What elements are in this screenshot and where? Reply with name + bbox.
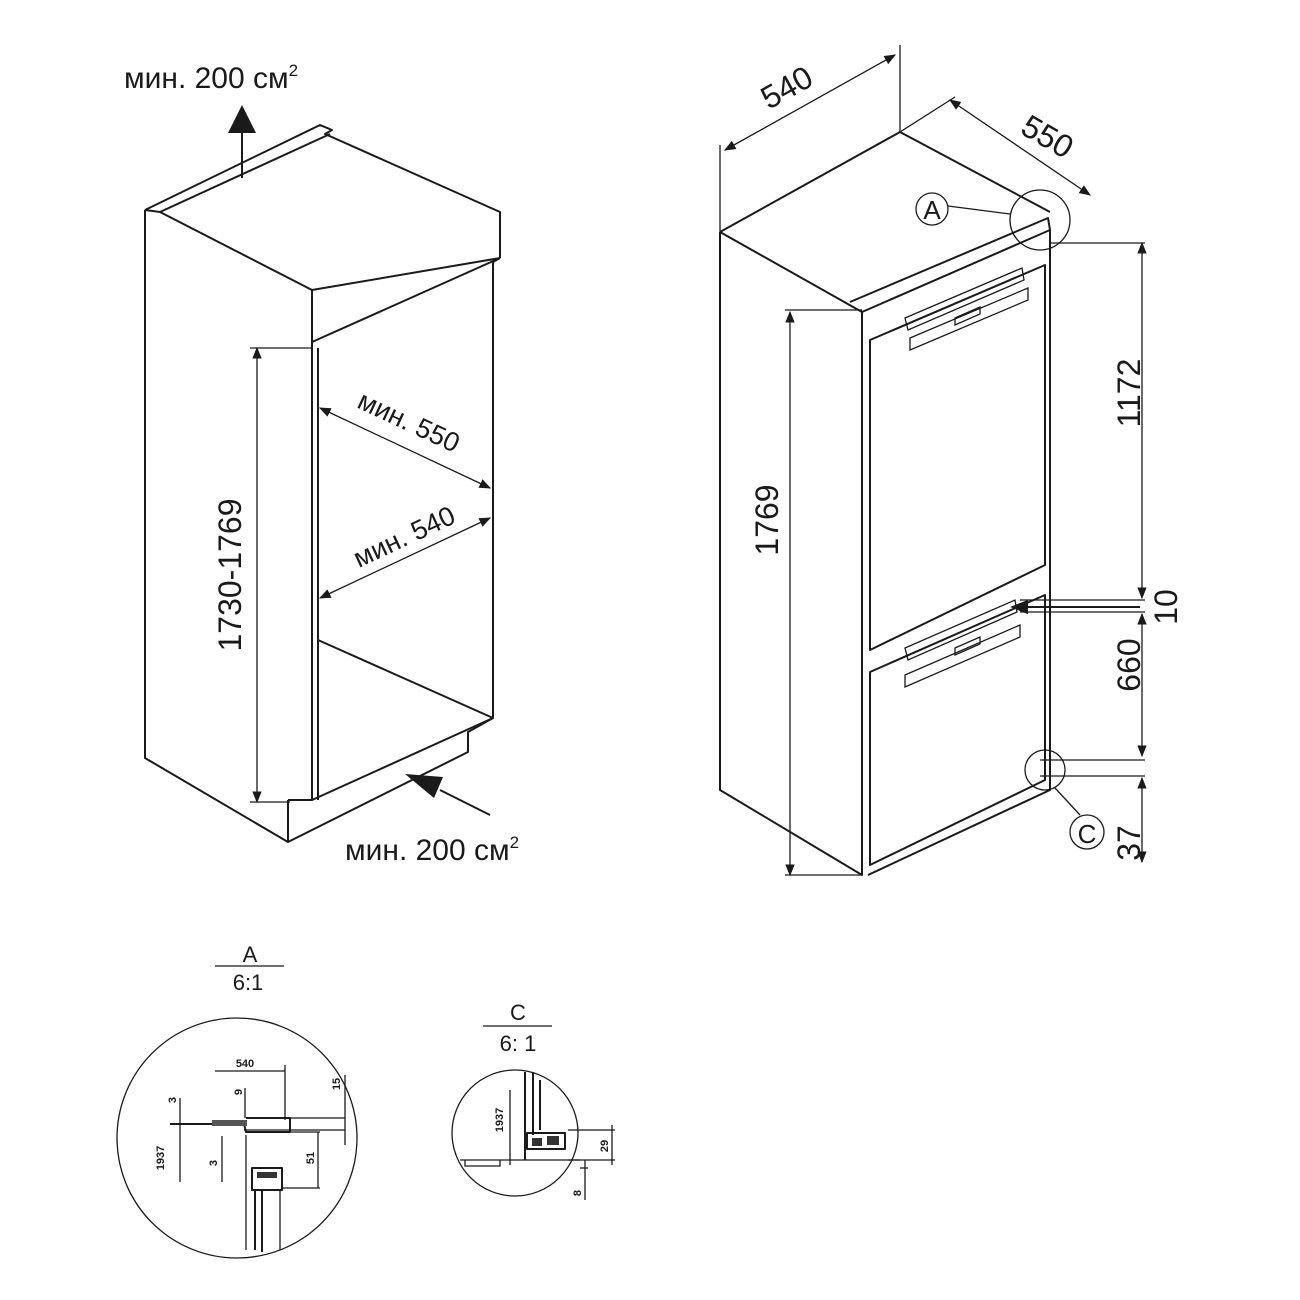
vent-top-arrow-head (228, 105, 256, 133)
detail-a-leader (947, 205, 1011, 215)
gap-label: 10 (1148, 589, 1184, 625)
detail-c-marker (1069, 814, 1105, 850)
niche-height-label: 1730-1769 (212, 498, 248, 651)
appliance-drawing: 540 550 A 1769 1172 10 660 37 C (719, 45, 1184, 877)
detail-a-circle (1009, 189, 1071, 251)
mid-bracket-slot (954, 636, 981, 656)
appliance-width-label: 540 (755, 59, 819, 116)
vent-bottom-arrow-head (405, 774, 443, 798)
niche-front-top (311, 257, 501, 291)
detail-a-dim-3a-label: 3 (167, 1097, 179, 1103)
lower-door (869, 594, 1046, 866)
detail-c-foot-detail-2 (547, 1136, 559, 1145)
niche-opening-top (311, 257, 501, 343)
detail-c-title: C (510, 1000, 526, 1025)
detail-c-dim-8-label: 8 (572, 1190, 584, 1196)
top-bracket (904, 267, 1025, 331)
appliance-top-rail (849, 217, 1051, 313)
detail-a-dim-1937-label: 1937 (155, 1146, 167, 1170)
detail-a-marker-label: A (923, 195, 941, 225)
niche-width-label: мин. 540 (349, 500, 460, 573)
detail-a-dim-9-label: 9 (233, 1089, 245, 1095)
detail-c: C 6: 1 1937 29 8 (451, 1000, 615, 1200)
detail-c-foot-block (526, 1132, 566, 1150)
appliance-right-edge (867, 230, 1051, 876)
niche-top-edge (144, 124, 501, 258)
detail-c-dim-1937-label: 1937 (494, 1108, 506, 1132)
upper-door-label: 1172 (1111, 359, 1147, 428)
appliance-top-back (719, 131, 1051, 233)
detail-a-view-circle (116, 1017, 358, 1259)
appliance-left-side (719, 232, 863, 876)
detail-c-circle (1024, 749, 1066, 791)
appliance-depth-label: 550 (1015, 108, 1079, 166)
bottom-label: 37 (1111, 825, 1147, 861)
top-bracket-slot (954, 306, 981, 326)
detail-c-view-circle (451, 1069, 579, 1197)
detail-a-dim-51-label: 51 (305, 1152, 317, 1164)
upper-door (869, 264, 1046, 651)
appliance-top-front (719, 231, 863, 313)
detail-a-dim-540-label: 540 (236, 1058, 254, 1070)
appliance-depth-dim (949, 99, 1091, 196)
vent-bottom-label: мин. 200 см2 (345, 833, 519, 867)
niche-plinth (287, 717, 494, 843)
detail-a-dim-3b-label: 3 (208, 1160, 220, 1166)
detail-a: A 6:1 540 1937 3 3 9 15 51 (116, 942, 358, 1259)
niche-top-back (159, 133, 331, 213)
detail-a-hinge-detail (257, 1172, 277, 1178)
detail-c-scale: 6: 1 (500, 1031, 537, 1056)
mid-bracket-plate (904, 624, 1021, 688)
niche-right-wall (311, 257, 501, 801)
appliance-depth-ext (899, 96, 956, 133)
detail-c-marker-label: C (1078, 819, 1097, 849)
top-bracket-plate (909, 287, 1029, 351)
detail-c-base (464, 1160, 501, 1167)
vent-bottom-arrow-shaft (439, 789, 491, 816)
detail-c-dim-29-label: 29 (599, 1140, 611, 1152)
detail-a-marker (915, 192, 949, 226)
detail-a-scale: 6:1 (233, 970, 264, 995)
detail-c-foot-detail-1 (532, 1138, 542, 1146)
niche-left-panel (144, 210, 289, 843)
niche-top-front (144, 209, 313, 342)
detail-a-hinge-block (251, 1167, 283, 1191)
niche-drawing: мин. 200 см2 1730-1769 мин. 550 мин. 540… (124, 61, 519, 867)
niche-depth-dim (318, 407, 492, 489)
lower-door-label: 660 (1111, 638, 1147, 691)
detail-a-dim-15-label: 15 (331, 1078, 343, 1090)
detail-a-shelf (212, 1120, 247, 1126)
niche-depth-label: мин. 550 (353, 385, 464, 458)
detail-a-title: A (243, 942, 258, 967)
niche-width-dim (318, 517, 492, 599)
appliance-width-dim (723, 54, 897, 151)
detail-c-leader (1054, 787, 1081, 816)
vent-top-label: мин. 200 см2 (124, 61, 298, 95)
niche-opening-left (288, 342, 313, 801)
appliance-height-label: 1769 (749, 484, 785, 555)
niche-floor-line (317, 639, 494, 719)
